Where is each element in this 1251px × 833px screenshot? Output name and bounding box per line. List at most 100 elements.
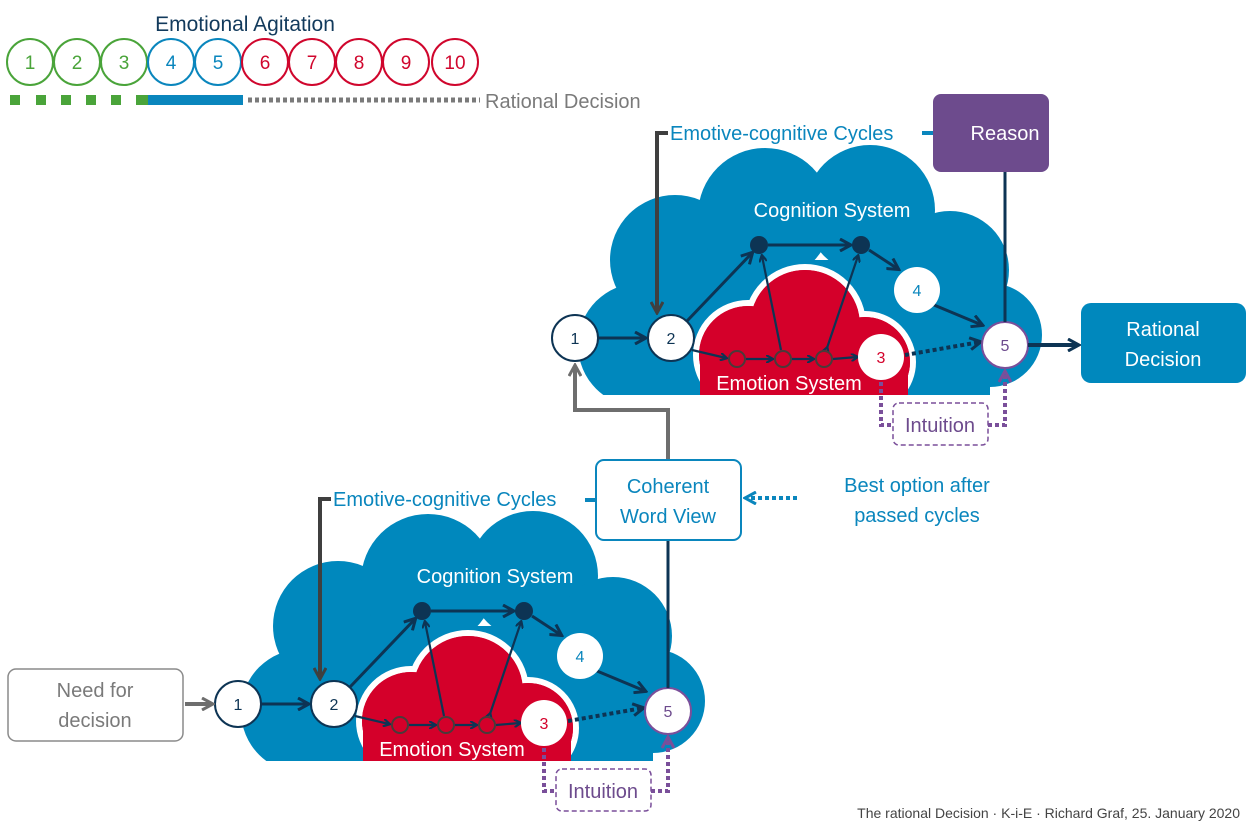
scale-level-label: 2 — [72, 53, 83, 74]
scale-level-label: 10 — [444, 53, 465, 74]
edge-2-cog — [685, 253, 752, 323]
emotion-dot — [728, 350, 746, 368]
node-label: 4 — [913, 283, 922, 300]
edge-emo-3 — [495, 723, 520, 725]
edge-emo-3 — [832, 357, 857, 359]
node-label: 2 — [330, 697, 339, 714]
node-label: 3 — [877, 350, 886, 367]
scale-level-label: 8 — [354, 53, 365, 74]
scale-level-4: 4 — [147, 38, 195, 86]
edge-emo-cog — [762, 256, 783, 351]
node-4: 4 — [557, 633, 603, 679]
scale-dash — [136, 95, 148, 105]
scale-dash — [86, 95, 96, 105]
cycles-annotation: Emotive-cognitive Cycles — [320, 489, 556, 678]
intuition-dotted-arrow — [651, 738, 668, 793]
coherent-word-view-box: Coherent Word View — [595, 459, 742, 541]
best-option-line: Best option after — [844, 475, 990, 497]
cognition-dot — [515, 602, 533, 620]
cycle-upper: Cognition System Emotion System 1 — [551, 123, 1049, 446]
edge-3-5-dotted — [904, 342, 980, 357]
scale-level-label: 9 — [401, 53, 412, 74]
edge-cog-4 — [868, 248, 898, 269]
scale-level-3: 3 — [100, 38, 148, 86]
intuition: Intuition — [879, 372, 1005, 446]
edge-4-5 — [933, 303, 982, 325]
coherent-view-line: Coherent — [627, 476, 710, 498]
node-3: 3 — [521, 700, 567, 746]
node-label: 2 — [667, 331, 676, 348]
cycles-label: Emotive-cognitive Cycles — [333, 489, 556, 511]
emotion-dot — [815, 350, 833, 368]
scale-level-6: 6 — [241, 38, 289, 86]
node-4: 4 — [894, 267, 940, 313]
rational-decision-line: Decision — [1125, 349, 1202, 371]
node-label: 5 — [664, 704, 673, 721]
edge-cog-emo-bidirectional — [490, 622, 521, 714]
cognition-dot — [852, 236, 870, 254]
edge-4-5 — [596, 669, 645, 691]
scale-dash — [36, 95, 46, 105]
need-line: Need for — [57, 680, 134, 702]
cycle-edges — [261, 611, 645, 725]
scale-bar — [10, 95, 480, 105]
node-label: 1 — [234, 697, 243, 714]
node-5: 5 — [981, 321, 1029, 369]
scale-level-2: 2 — [53, 38, 101, 86]
scale-solid-bar — [148, 95, 243, 105]
node-label: 3 — [540, 716, 549, 733]
intuition-label: Intuition — [568, 781, 638, 803]
rational-decision-box: Rational Decision — [1081, 303, 1246, 383]
node-5: 5 — [644, 687, 692, 735]
emotion-dot — [774, 350, 792, 368]
reason-box: Reason — [933, 94, 1049, 172]
emotion-system-label: Emotion System — [716, 373, 862, 395]
intuition: Intuition — [542, 738, 668, 812]
edge-2-emo — [691, 348, 726, 358]
intuition-dotted-line — [542, 748, 556, 793]
cognition-system-label: Cognition System — [417, 566, 574, 588]
scale-end-label: Rational Decision — [485, 91, 641, 113]
scale-level-7: 7 — [288, 38, 336, 86]
cycle-edges — [598, 245, 982, 359]
intuition-dotted-arrow — [988, 372, 1005, 427]
emotion-dot — [478, 716, 496, 734]
coherent-to-upper-arrow — [575, 366, 670, 460]
scale-dash — [111, 95, 121, 105]
emotion-system-label: Emotion System — [379, 739, 525, 761]
edge-2-cog — [348, 619, 415, 689]
scale-level-8: 8 — [335, 38, 383, 86]
intuition-box — [555, 768, 652, 812]
node-label: 1 — [571, 331, 580, 348]
cognition-cloud — [234, 504, 712, 761]
edge-cog-emo-bidirectional — [827, 256, 858, 348]
scale-level-label: 5 — [213, 53, 224, 74]
scale-level-5: 5 — [194, 38, 242, 86]
node-label: 4 — [576, 649, 585, 666]
scale-level-label: 3 — [119, 53, 130, 74]
cycles-bracket-arrow — [657, 131, 668, 312]
node-1: 1 — [214, 680, 262, 728]
emotion-dot — [437, 716, 455, 734]
scale-level-label: 6 — [260, 53, 271, 74]
edge-emo-cog — [425, 622, 446, 717]
cognition-dot — [750, 236, 768, 254]
node-2: 2 — [310, 680, 358, 728]
cognition-dot — [413, 602, 431, 620]
scale-level-label: 7 — [307, 53, 318, 74]
emotion-dot — [391, 716, 409, 734]
coherent-view-line: Word View — [620, 506, 717, 528]
scale-level-label: 1 — [25, 53, 36, 74]
scale-level-1: 1 — [6, 38, 54, 86]
need-line: decision — [58, 710, 131, 732]
cycles-label: Emotive-cognitive Cycles — [670, 123, 893, 145]
footer-credit: The rational Decision · K-i-E · Richard … — [857, 805, 1240, 821]
need-for-decision-box: Need for decision — [7, 668, 184, 742]
edge-2-emo — [354, 714, 389, 724]
node-1: 1 — [551, 314, 599, 362]
scale-dash — [61, 95, 71, 105]
rational-decision-line: Rational — [1126, 319, 1199, 341]
node-2: 2 — [647, 314, 695, 362]
